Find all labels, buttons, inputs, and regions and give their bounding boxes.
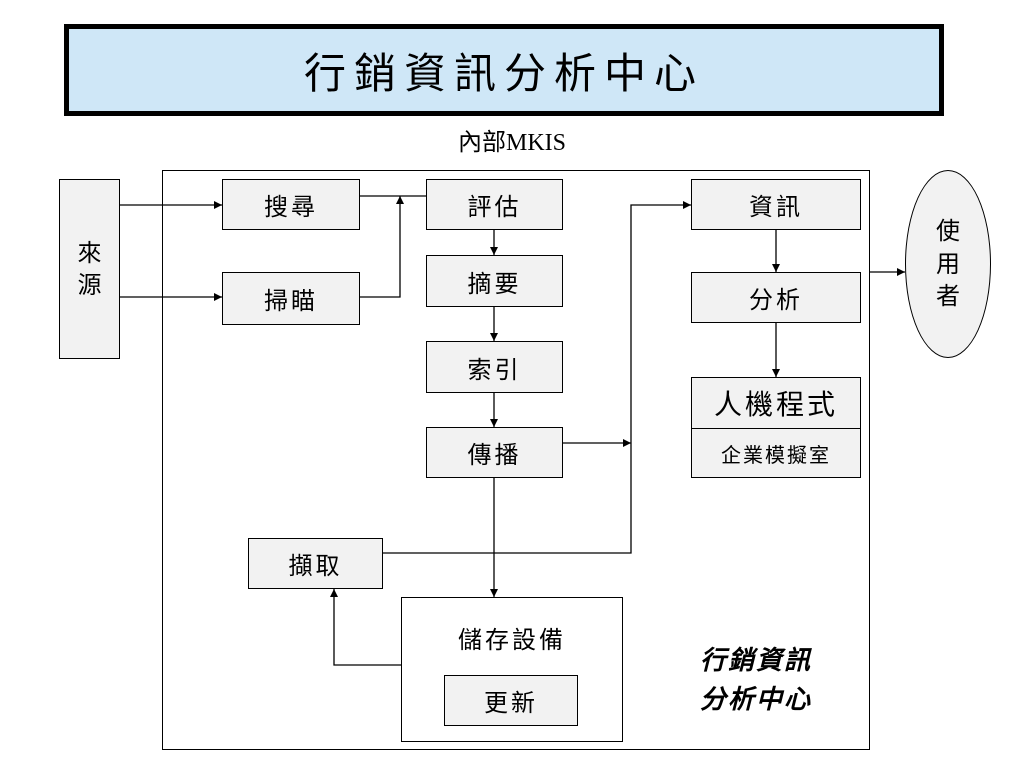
node-user-char: 者 <box>936 282 960 311</box>
corner-note: 行銷資訊 分析中心 <box>700 642 850 720</box>
node-hci: 人機程式 <box>691 377 861 429</box>
mkis-frame <box>162 170 870 750</box>
arrow-retrieve-info <box>383 201 691 554</box>
node-source: 來 源 <box>59 179 120 359</box>
node-user: 使 用 者 <box>905 170 991 358</box>
node-update: 更新 <box>444 675 578 726</box>
node-search: 搜尋 <box>222 179 360 230</box>
node-user-char: 使 <box>936 217 960 246</box>
subtitle: 內部MKIS <box>457 130 566 156</box>
title-banner: 行銷資訊分析中心 <box>64 24 944 116</box>
node-evaluate: 評估 <box>426 179 563 230</box>
corner-note-line: 分析中心 <box>700 685 813 715</box>
node-scan: 掃瞄 <box>222 272 360 325</box>
corner-note-line: 行銷資訊 <box>700 646 813 676</box>
node-source-char: 來 <box>77 238 102 267</box>
node-user-char: 用 <box>936 249 960 278</box>
node-retrieve: 擷取 <box>248 538 383 589</box>
arrow-scan-evaluate <box>360 196 404 298</box>
node-disseminate: 傳播 <box>426 427 563 478</box>
page-title: 行銷資訊分析中心 <box>69 29 939 111</box>
node-index: 索引 <box>426 341 563 393</box>
node-storage-label: 儲存設備 <box>458 626 566 654</box>
node-summary: 摘要 <box>426 255 563 307</box>
node-info: 資訊 <box>691 179 861 230</box>
arrow-storage-retrieve <box>330 589 401 666</box>
node-simulation: 企業模擬室 <box>691 428 861 478</box>
node-source-char: 源 <box>77 271 102 299</box>
node-analysis: 分析 <box>691 272 861 323</box>
